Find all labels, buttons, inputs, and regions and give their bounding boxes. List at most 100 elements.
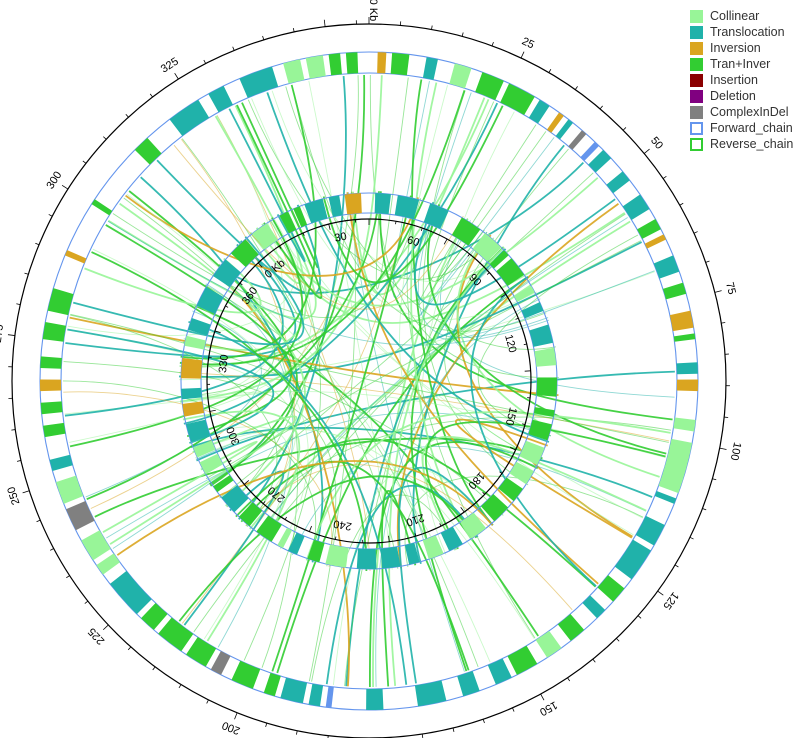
inner-track-block (513, 286, 535, 302)
synteny-link (64, 243, 284, 417)
inner-track-block (394, 195, 420, 220)
synteny-link (196, 370, 675, 462)
outer-axis-tick (721, 322, 726, 324)
outer-axis-label: 25 (520, 35, 536, 51)
inner-track-block (498, 477, 523, 502)
outer-track-block (414, 680, 447, 707)
outer-track-block (377, 52, 387, 74)
outer-axis-tick (482, 719, 485, 724)
outer-track-block (239, 66, 279, 98)
synteny-link (63, 361, 337, 567)
synteny-link (106, 412, 552, 539)
outer-track-block (644, 234, 667, 249)
inner-axis-tick (239, 282, 243, 286)
synteny-link (404, 475, 644, 568)
outer-track-block (263, 672, 281, 697)
synteny-link (266, 92, 550, 443)
outer-track-block (43, 422, 66, 438)
inner-axis-tick (217, 436, 221, 438)
synteny-link (183, 470, 285, 626)
legend-label: Forward_chain (710, 121, 793, 135)
legend-item: Tran+Inver (690, 56, 798, 72)
synteny-link (91, 251, 368, 571)
outer-track-block (40, 401, 63, 415)
inner-track-block (519, 440, 545, 466)
synteny-link (173, 144, 464, 310)
synteny-link (63, 391, 333, 567)
outer-axis-tick (637, 615, 642, 619)
outer-axis-tick (82, 160, 87, 164)
outer-track-block (422, 57, 438, 80)
outer-axis-label: 275 (0, 324, 6, 344)
inner-track-block (277, 527, 293, 549)
outer-axis-tick (520, 51, 525, 59)
synteny-link (410, 82, 473, 542)
legend-swatch (690, 57, 703, 71)
inner-track-block (213, 475, 234, 493)
outer-axis-tick (702, 508, 707, 511)
synteny-link (419, 111, 515, 555)
inner-axis-tick (515, 317, 519, 320)
synteny-link (205, 240, 642, 480)
inner-axis-tick (257, 262, 263, 268)
inner-track-block (509, 461, 534, 485)
synteny-link (182, 410, 301, 642)
inner-track-block (238, 502, 263, 527)
inner-track-block (184, 335, 206, 350)
outer-track-block (42, 321, 66, 342)
legend-swatch (690, 89, 703, 103)
outer-track-block (528, 99, 550, 124)
synteny-link (64, 389, 286, 415)
synteny-link (72, 236, 305, 346)
outer-axis-label: 225 (86, 625, 107, 647)
outer-axis-tick (50, 548, 54, 551)
outer-axis-tick (152, 666, 156, 671)
synteny-link (325, 484, 479, 685)
outer-track-block (64, 250, 87, 264)
outer-axis-tick (174, 73, 179, 80)
outer-track-block (568, 130, 587, 150)
outer-axis-tick (705, 260, 710, 263)
inner-track-block (534, 347, 557, 367)
outer-track-block (557, 614, 585, 641)
legend-swatch (690, 121, 703, 135)
outer-track-block (535, 630, 562, 658)
outer-track-block (208, 85, 233, 113)
inner-axis-tick (395, 221, 397, 225)
synteny-link (388, 246, 505, 686)
outer-axis-tick (84, 600, 89, 604)
synteny-link (105, 224, 293, 438)
outer-axis-tick (689, 536, 694, 540)
outer-track-block (676, 362, 698, 375)
synteny-link (238, 75, 347, 520)
outer-track-block (40, 356, 62, 369)
synteny-link (269, 218, 643, 519)
legend-swatch (690, 137, 703, 151)
outer-track-block (345, 52, 359, 74)
synteny-link (308, 80, 393, 570)
outer-track-block (500, 83, 535, 115)
outer-track-block (475, 72, 504, 101)
legend-item: ComplexInDel (690, 104, 798, 120)
inner-track-block (213, 259, 241, 288)
inner-axis-tick (482, 491, 486, 495)
outer-axis-tick (48, 214, 53, 217)
inner-track-block (472, 232, 502, 262)
inner-track-block (528, 419, 552, 441)
synteny-link (332, 467, 493, 685)
inner-axis-tick (214, 330, 221, 334)
legend-label: Reverse_chain (710, 137, 794, 151)
inner-axis-tick (308, 525, 312, 532)
outer-axis-tick (512, 707, 515, 712)
outer-track-block (658, 438, 693, 494)
outer-track-block (635, 515, 665, 546)
outer-axis-label: 325 (159, 56, 181, 76)
outer-axis-tick (712, 478, 717, 481)
synteny-link (188, 426, 291, 640)
synteny-link (381, 490, 417, 687)
synteny-link (411, 79, 494, 526)
outer-axis-tick (24, 272, 29, 275)
outer-axis-tick (61, 184, 69, 190)
inner-axis-label: 330 (217, 354, 231, 374)
